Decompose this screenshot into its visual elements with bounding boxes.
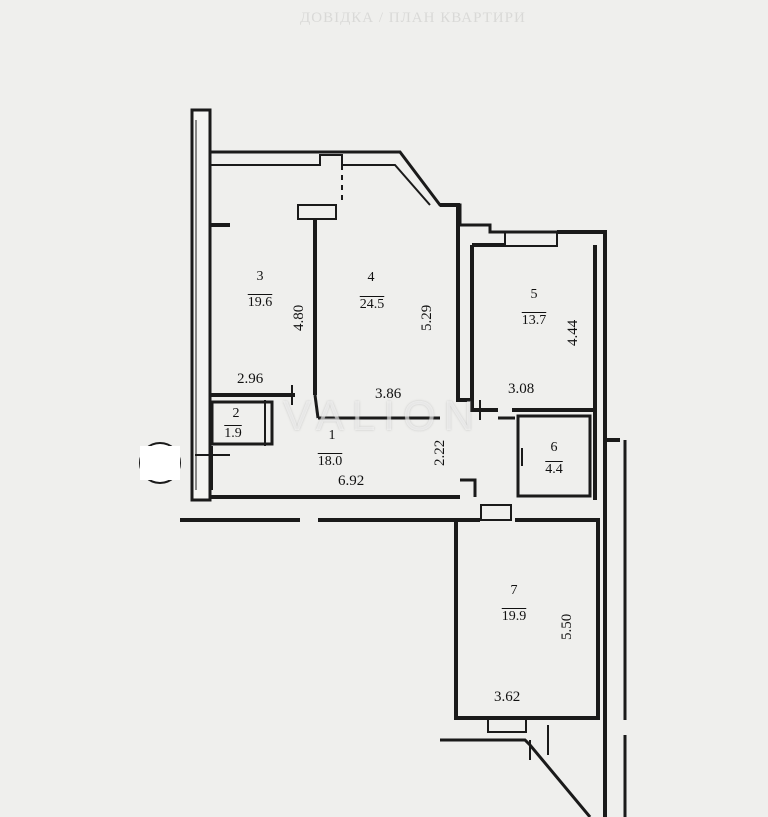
room-area-5: 13.7 bbox=[521, 313, 547, 328]
room-number-1: 1 bbox=[328, 428, 336, 443]
room-area-2: 1.9 bbox=[224, 426, 242, 441]
room-area-3: 19.6 bbox=[247, 295, 273, 310]
dim-room4-width: 3.86 bbox=[375, 386, 402, 402]
room7-walls bbox=[454, 518, 600, 720]
room-area-7: 19.9 bbox=[501, 609, 527, 624]
room-number-5: 5 bbox=[530, 287, 538, 302]
dim-room5-height: 4.44 bbox=[565, 319, 581, 346]
room2-walls bbox=[210, 400, 274, 446]
left-outer-wall bbox=[190, 108, 212, 502]
dim-room7-height: 5.50 bbox=[559, 613, 575, 640]
dim-room4-height: 5.29 bbox=[419, 304, 435, 331]
dim-room5-width: 3.08 bbox=[508, 381, 535, 397]
room-area-6: 4.4 bbox=[545, 462, 563, 477]
dim-room3-width: 2.96 bbox=[237, 371, 264, 387]
watermark: VALION bbox=[283, 392, 482, 439]
room-number-7: 7 bbox=[510, 583, 518, 598]
dim-room3-height: 4.80 bbox=[291, 304, 307, 331]
room-number-4: 4 bbox=[367, 270, 375, 285]
entrance-blur bbox=[140, 446, 180, 480]
dim-room7-width: 3.62 bbox=[494, 689, 521, 705]
dim-hall-depth: 2.22 bbox=[432, 439, 448, 466]
room-area-1: 18.0 bbox=[317, 454, 343, 469]
window-room5 bbox=[504, 231, 558, 247]
dim-hall-width: 6.92 bbox=[338, 473, 365, 489]
room6-walls bbox=[516, 414, 592, 498]
room-number-3: 3 bbox=[256, 269, 264, 284]
room-number-6: 6 bbox=[550, 440, 558, 455]
faded-header: ДОВІДКА / ПЛАН КВАРТИРИ bbox=[300, 10, 526, 26]
room-area-4: 24.5 bbox=[359, 297, 385, 312]
room-number-2: 2 bbox=[232, 406, 240, 421]
